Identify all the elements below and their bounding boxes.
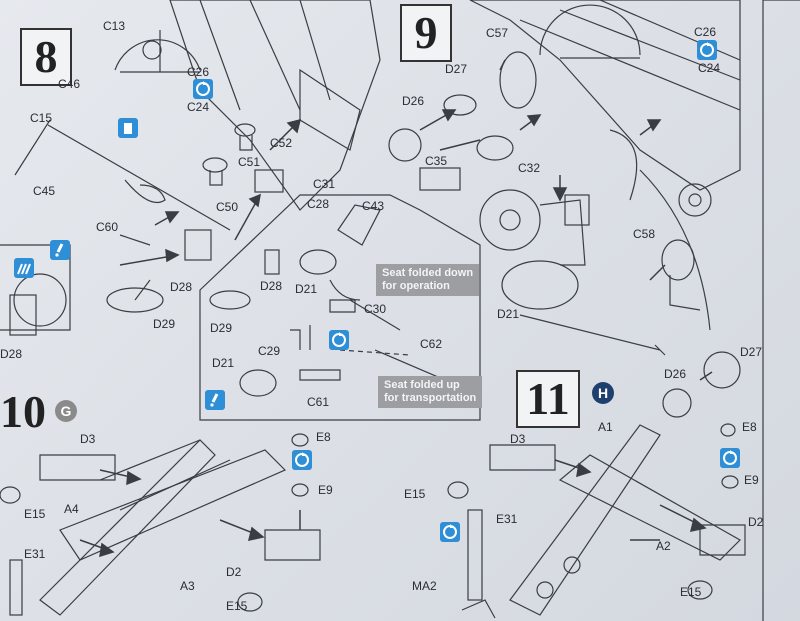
part-label-d28: D28 — [170, 280, 193, 294]
part-label-e15: E15 — [24, 507, 46, 521]
part-label-c57: C57 — [486, 26, 509, 40]
part-label-d26-r: D26 — [664, 367, 687, 381]
seat-folded-down-note: Seat folded down for operation — [376, 264, 480, 296]
part-label-c32: C32 — [518, 161, 541, 175]
glue-tube-icon — [118, 118, 138, 138]
part-label-e15-r: E15 — [404, 487, 426, 501]
part-label-e15-b: E15 — [226, 599, 248, 613]
caution-icon — [205, 390, 225, 410]
part-label-a2: A2 — [656, 539, 671, 553]
part-label-c13: C13 — [103, 19, 126, 33]
part-label-d27: D27 — [445, 62, 468, 76]
part-label-c58: C58 — [633, 227, 656, 241]
flip-rotate-icon — [697, 40, 717, 60]
flip-rotate-icon — [193, 79, 213, 99]
part-label-c61: C61 — [307, 395, 330, 409]
part-label-e8-r: E8 — [742, 420, 757, 434]
part-label-d28-inset: D28 — [0, 347, 23, 361]
part-label-c51: C51 — [238, 155, 261, 169]
part-label-c46: C46 — [58, 77, 81, 91]
part-label-c62: C62 — [420, 337, 443, 351]
part-label-e15-r2: E15 — [680, 585, 702, 599]
part-label-c35: C35 — [425, 154, 448, 168]
step-9-number: 9 — [400, 4, 452, 62]
seat-down-line2: for operation — [382, 280, 450, 292]
step-11-number: 11 — [516, 370, 580, 428]
part-label-c52: C52 — [270, 136, 293, 150]
part-label-d3: D3 — [80, 432, 96, 446]
flip-rotate-icon — [329, 330, 349, 350]
part-label-a4: A4 — [64, 502, 79, 516]
part-label-ma2: MA2 — [412, 579, 437, 593]
flip-rotate-icon — [720, 448, 740, 468]
part-label-c24-r: C24 — [698, 61, 721, 75]
part-label-d29-inset: D29 — [210, 321, 233, 335]
part-label-e9-r: E9 — [744, 473, 759, 487]
part-label-d3-r: D3 — [510, 432, 526, 446]
part-label-e31: E31 — [24, 547, 46, 561]
part-label-c43: C43 — [362, 199, 385, 213]
part-label-c30: C30 — [364, 302, 387, 316]
flip-rotate-icon — [440, 522, 460, 542]
part-label-c15: C15 — [30, 111, 53, 125]
part-label-c29: C29 — [258, 344, 281, 358]
seat-down-line1: Seat folded down — [382, 267, 474, 279]
seat-up-line1: Seat folded up — [384, 379, 460, 391]
part-label-d28-inset2: D28 — [260, 279, 283, 293]
part-label-d21: D21 — [295, 282, 318, 296]
part-label-d2-r: D2 — [748, 515, 764, 529]
part-label-e31-r: E31 — [496, 512, 518, 526]
caution-icon — [50, 240, 70, 260]
option-h-badge: H — [592, 382, 614, 404]
part-label-d21-r: D21 — [497, 307, 520, 321]
part-label-c45: C45 — [33, 184, 56, 198]
option-g-badge: G — [55, 400, 77, 422]
part-label-c60: C60 — [96, 220, 119, 234]
part-label-c26: C26 — [187, 65, 210, 79]
part-label-d29: D29 — [153, 317, 176, 331]
part-label-c26-r: C26 — [694, 25, 717, 39]
part-label-d2: D2 — [226, 565, 242, 579]
part-label-d26: D26 — [402, 94, 425, 108]
part-label-c50: C50 — [216, 200, 239, 214]
part-label-a1: A1 — [598, 420, 613, 434]
seat-up-line2: for transportation — [384, 392, 477, 404]
flip-rotate-icon — [292, 450, 312, 470]
part-label-c31: C31 — [313, 177, 336, 191]
part-label-c28: C28 — [307, 197, 330, 211]
part-label-d21-inset: D21 — [212, 356, 235, 370]
part-label-c24: C24 — [187, 100, 210, 114]
part-label-e9: E9 — [318, 483, 333, 497]
part-label-a3: A3 — [180, 579, 195, 593]
step-10-number: 10 — [0, 386, 46, 437]
seat-folded-up-note: Seat folded up for transportation — [378, 376, 483, 408]
photoetch-icon — [14, 258, 34, 278]
part-label-e8: E8 — [316, 430, 331, 444]
step-8-number: 8 — [20, 28, 72, 86]
part-label-d27-r: D27 — [740, 345, 763, 359]
